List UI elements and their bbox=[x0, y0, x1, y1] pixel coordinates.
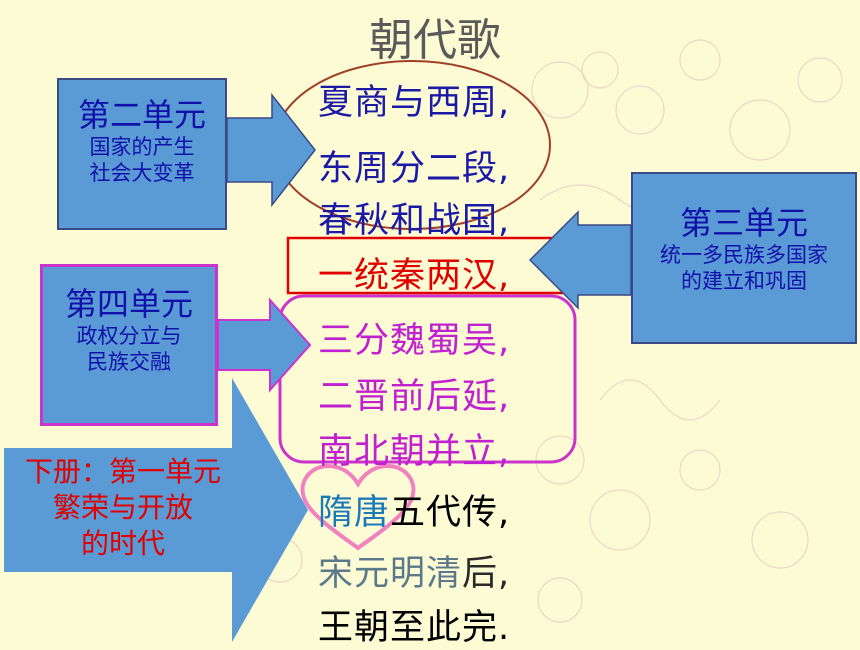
unit5-line1: 下册：第一单元 bbox=[24, 455, 221, 488]
unit2-title: 第二单元 bbox=[77, 96, 206, 134]
poem-line-1: 夏商与西周, bbox=[318, 83, 511, 123]
unit3-sub2: 的建立和巩固 bbox=[681, 269, 807, 293]
unit2-box: 第二单元 国家的产生 社会大变革 bbox=[57, 78, 227, 230]
poem-line-8-rest: 五代传, bbox=[390, 493, 511, 533]
poem-line-10: 王朝至此完. bbox=[318, 608, 511, 648]
arrow-right-unit4 bbox=[217, 297, 312, 393]
unit3-sub1: 统一多民族多国家 bbox=[660, 243, 828, 267]
poem-line-9-fade: 宋元明清 bbox=[318, 554, 463, 594]
poem-line-3: 春秋和战国, bbox=[318, 201, 511, 241]
poem-line-9-rest: 后, bbox=[462, 554, 511, 594]
arrow-right-unit5 bbox=[4, 378, 308, 642]
poem-line-9: 宋元明清后, bbox=[318, 545, 510, 596]
poem-line-8-highlight: 隋唐 bbox=[318, 493, 391, 533]
unit5-line2: 繁荣与开放 bbox=[52, 491, 193, 524]
unit5-line3: 的时代 bbox=[80, 527, 165, 560]
pink-heart-outline bbox=[300, 463, 416, 551]
unit4-box: 第四单元 政权分立与 民族交融 bbox=[40, 264, 218, 426]
arrow-right-unit2 bbox=[226, 92, 316, 208]
unit2-sub2: 社会大变革 bbox=[89, 161, 195, 185]
unit2-sub1: 国家的产生 bbox=[89, 135, 195, 159]
poem-line-2: 东周分二段, bbox=[318, 149, 511, 189]
unit5-box: 下册：第一单元 繁荣与开放 的时代 bbox=[4, 448, 242, 641]
poem-line-6: 二晋前后延, bbox=[318, 377, 511, 417]
unit4-sub2: 民族交融 bbox=[87, 350, 171, 374]
unit4-title: 第四单元 bbox=[64, 285, 193, 323]
unit3-title: 第三单元 bbox=[679, 204, 808, 242]
poem-line-8: 隋唐五代传, bbox=[318, 484, 510, 535]
page-title: 朝代歌 bbox=[369, 15, 501, 66]
unit4-sub1: 政权分立与 bbox=[76, 324, 182, 348]
unit3-box: 第三单元 统一多民族多国家 的建立和巩固 bbox=[631, 172, 857, 344]
poem-line-4: 一统秦两汉, bbox=[318, 256, 511, 296]
poem-line-7: 南北朝并立, bbox=[318, 432, 511, 472]
arrow-left-unit3 bbox=[528, 210, 632, 310]
poem-line-5: 三分魏蜀吴, bbox=[318, 321, 511, 361]
